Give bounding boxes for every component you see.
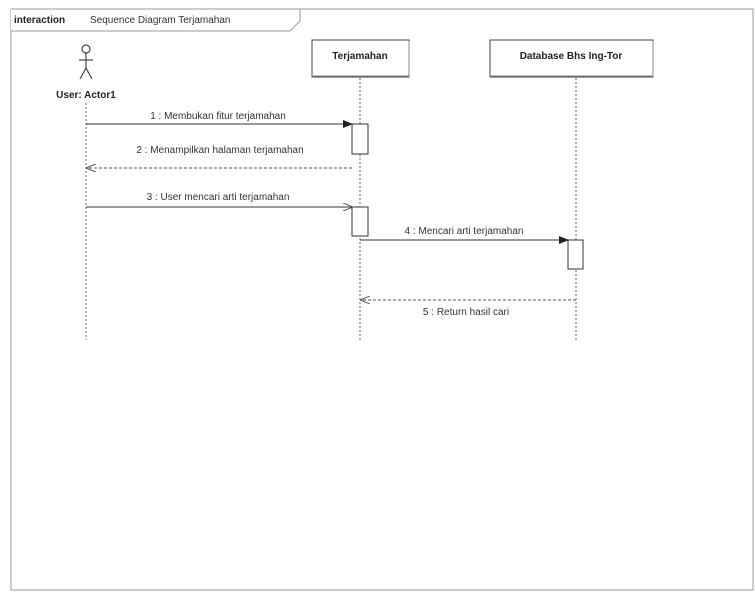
message-label: 3 : User mencari arti terjamahan — [147, 192, 290, 203]
activation-bar — [351, 206, 369, 237]
activation-bar — [351, 123, 369, 155]
message-label: 1 : Membukan fitur terjamahan — [150, 111, 286, 122]
actor-label: User: Actor1 — [56, 90, 116, 101]
interaction-frame — [10, 8, 754, 591]
message-label: 4 : Mencari arti terjamahan — [405, 226, 524, 237]
lifeline-head-terjamahan: Terjamahan — [311, 39, 410, 78]
actor-icon — [79, 44, 93, 80]
message-label: 2 : Menampilkan halaman terjamahan — [136, 145, 303, 156]
frame-keyword: interaction — [14, 15, 65, 26]
lifeline-label: Terjamahan — [332, 51, 387, 62]
lifeline-label: Database Bhs Ing-Tor — [520, 51, 623, 62]
frame-title: Sequence Diagram Terjamahan — [90, 15, 230, 26]
activation-bar — [567, 239, 584, 270]
message-label: 5 : Return hasil cari — [423, 307, 509, 318]
lifeline-head-database: Database Bhs Ing-Tor — [489, 39, 654, 78]
frame-name-tab — [11, 8, 301, 32]
